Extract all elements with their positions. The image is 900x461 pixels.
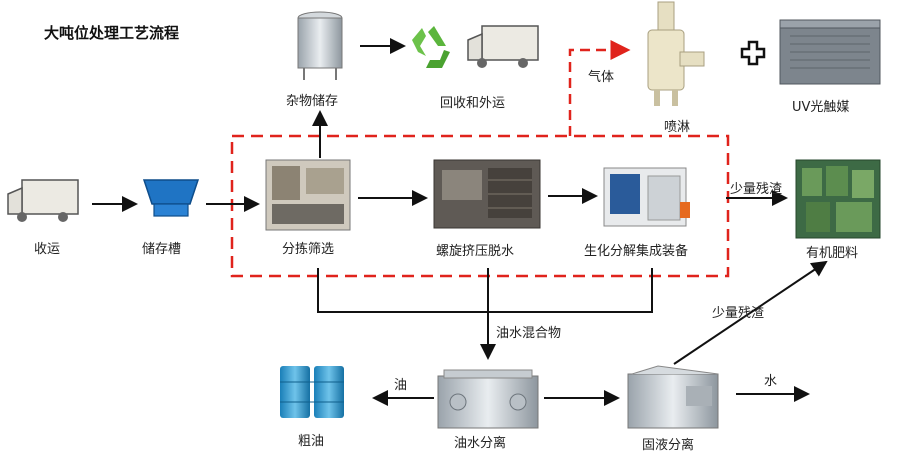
- label-residue-1: 少量残渣: [730, 182, 783, 197]
- bio-equipment-icon: [603, 167, 690, 227]
- spray-scrubber-icon: [647, 1, 705, 106]
- storage-tank-icon: [142, 179, 200, 217]
- diagram-title: 大吨位处理工艺流程: [44, 24, 180, 42]
- label-recycle-transport: 回收和外运: [440, 96, 506, 111]
- dashed-enclosure: [230, 40, 730, 278]
- screw-press-icon: [433, 159, 541, 229]
- label-crude-oil: 粗油: [298, 434, 325, 449]
- label-residue-2: 少量残渣: [712, 306, 765, 321]
- label-storage-tank: 储存槽: [142, 242, 182, 257]
- truck-icon: [467, 25, 539, 68]
- label-oil-water-separation: 油水分离: [454, 436, 507, 451]
- label-sorting: 分拣筛选: [282, 242, 335, 257]
- label-debris-storage: 杂物储存: [286, 94, 339, 109]
- uv-device-icon: [779, 19, 881, 85]
- label-spray: 喷淋: [664, 120, 691, 135]
- fertilizer-bags-icon: [795, 159, 881, 239]
- oil-water-separator-icon: [437, 369, 539, 429]
- oil-barrels-icon: [280, 366, 344, 418]
- label-uv: UV光触媒: [792, 100, 850, 115]
- plus-icon: [740, 40, 766, 66]
- truck-icon: [7, 179, 79, 222]
- flow-connectors: [92, 38, 828, 406]
- recycle-icon: [412, 26, 450, 68]
- debris-storage-icon: [297, 11, 343, 80]
- label-gas: 气体: [588, 70, 615, 85]
- label-collect: 收运: [34, 242, 61, 257]
- label-solid-liquid-separation: 固液分离: [642, 438, 695, 453]
- solid-liquid-separator-icon: [627, 365, 719, 429]
- label-screw-press: 螺旋挤压脱水: [436, 244, 515, 259]
- label-oil: 油: [394, 378, 408, 393]
- label-water: 水: [764, 374, 778, 389]
- sorting-machine-icon: [265, 159, 351, 231]
- label-oil-water-mix: 油水混合物: [496, 326, 562, 341]
- label-fertilizer: 有机肥料: [806, 246, 859, 261]
- label-bio-equipment: 生化分解集成装备: [584, 244, 689, 259]
